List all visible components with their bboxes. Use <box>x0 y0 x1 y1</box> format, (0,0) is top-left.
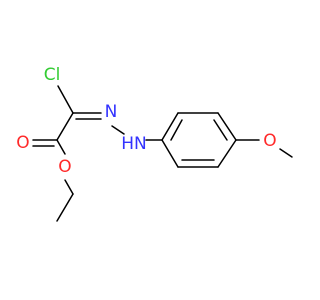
bonds <box>32 85 293 222</box>
atom-label-o-carbonyl: O <box>16 133 29 153</box>
ring-bond-1 <box>161 112 179 141</box>
atom-label-hn: HN <box>121 134 147 154</box>
bond-o-methyl <box>279 148 293 158</box>
structural-formula: Cl N HN O O O <box>16 65 293 222</box>
ring-bond-6 <box>161 139 179 168</box>
atom-label-o-methoxy: O <box>263 131 276 151</box>
atom-label-n: N <box>105 102 118 122</box>
ring-inner-bond-b <box>213 119 228 141</box>
bond-ch2-ch3 <box>56 193 74 222</box>
bond-c1-cl <box>57 85 74 114</box>
bond-c2-o-ester <box>56 139 66 155</box>
ring-inner-bond-a <box>170 119 183 141</box>
ring-bond-3 <box>217 112 237 141</box>
atom-label-o-ester: O <box>58 157 71 177</box>
atom-label-cl: Cl <box>44 65 61 85</box>
ring-bond-4 <box>217 139 237 168</box>
atom-labels: Cl N HN O O O <box>16 65 276 177</box>
bond-o-ch2 <box>64 179 74 195</box>
bond-c1-c2 <box>56 112 74 141</box>
bond-n-nh <box>111 125 125 135</box>
